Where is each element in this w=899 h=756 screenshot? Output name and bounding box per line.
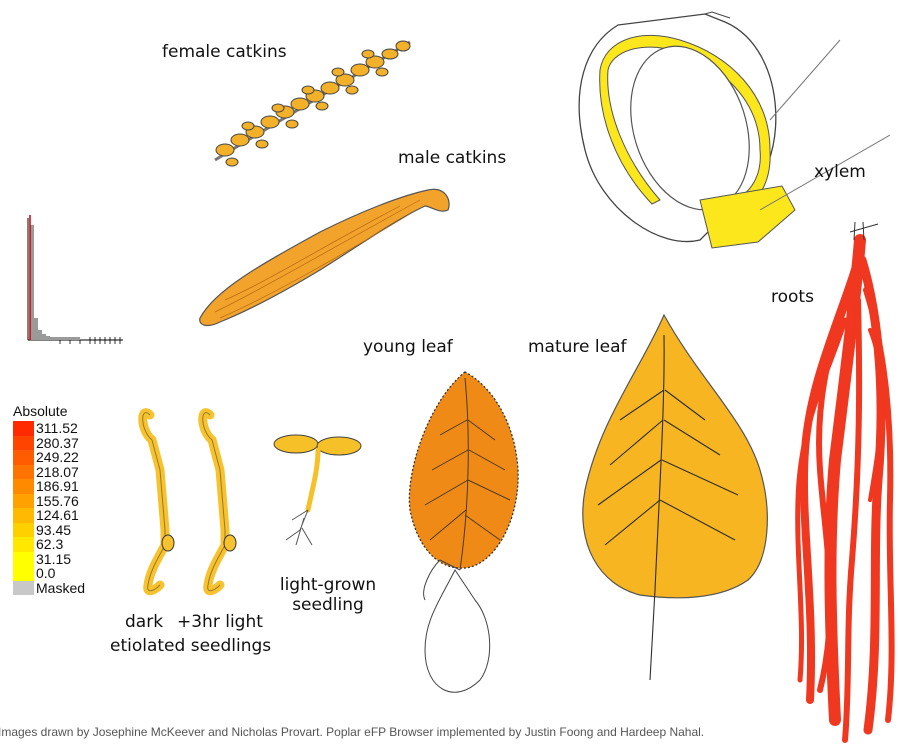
light-grown-label-line2: seedling	[277, 595, 379, 615]
legend-swatch	[13, 465, 34, 480]
legend-value: 311.52	[34, 421, 78, 436]
female-catkins-label: female catkins	[162, 42, 287, 62]
roots-label: roots	[771, 287, 814, 307]
legend-swatch	[13, 436, 34, 451]
legend-swatch	[13, 566, 34, 581]
legend-item: 186.91	[13, 479, 93, 494]
expression-legend: Absolute 311.52280.37249.22218.07186.911…	[13, 402, 93, 595]
legend-value: 280.37	[34, 436, 79, 451]
legend-swatch	[13, 479, 34, 494]
etiolated-seedlings-label: etiolated seedlings	[110, 636, 271, 656]
light-grown-label-line1: light-grown	[277, 575, 379, 595]
etiolated-dark-seedling[interactable]	[143, 413, 174, 591]
expression-histogram	[28, 215, 123, 344]
legend-swatch	[13, 494, 34, 509]
legend-item: 155.76	[13, 494, 93, 509]
legend-value: 155.76	[34, 494, 79, 509]
legend-item: 280.37	[13, 436, 93, 451]
legend-swatch	[13, 552, 34, 567]
legend-value: 249.22	[34, 450, 79, 465]
legend-title: Absolute	[13, 402, 93, 421]
xylem-tissue[interactable]	[579, 12, 890, 248]
legend-value: 62.3	[34, 537, 63, 552]
legend-rows: 311.52280.37249.22218.07186.91155.76124.…	[13, 421, 93, 595]
light-grown-seedling[interactable]	[274, 435, 361, 545]
legend-item: 311.52	[13, 421, 93, 436]
legend-value: 93.45	[34, 523, 71, 538]
mature-leaf-tissue[interactable]	[583, 315, 768, 680]
dark-label: dark	[125, 612, 163, 632]
legend-item: 31.15	[13, 552, 93, 567]
legend-swatch	[13, 421, 34, 436]
legend-item: 249.22	[13, 450, 93, 465]
legend-item: 93.45	[13, 523, 93, 538]
legend-value: 31.15	[34, 552, 71, 567]
xylem-label: xylem	[814, 162, 866, 182]
young-leaf-tissue[interactable]	[409, 372, 518, 692]
mature-leaf-label: mature leaf	[528, 337, 626, 357]
young-leaf-label: young leaf	[363, 337, 453, 357]
male-catkins-label: male catkins	[398, 148, 506, 168]
legend-value: 124.61	[34, 508, 79, 523]
legend-item: 124.61	[13, 508, 93, 523]
legend-value: 0.0	[34, 566, 55, 581]
credit-text: Images drawn by Josephine McKeever and N…	[0, 725, 704, 739]
legend-swatch	[13, 523, 34, 538]
legend-value: 218.07	[34, 465, 79, 480]
light-3hr-label: +3hr light	[177, 612, 263, 632]
legend-item: 218.07	[13, 465, 93, 480]
legend-value: 186.91	[34, 479, 79, 494]
light-grown-label: light-grown seedling	[277, 575, 379, 615]
legend-swatch	[13, 537, 34, 552]
etiolated-light-seedling[interactable]	[203, 413, 236, 591]
legend-item: 0.0	[13, 566, 93, 581]
legend-value: Masked	[34, 581, 85, 596]
legend-swatch	[13, 450, 34, 465]
legend-swatch	[13, 581, 34, 596]
legend-swatch	[13, 508, 34, 523]
legend-item: 62.3	[13, 537, 93, 552]
male-catkins-tissue[interactable]	[200, 189, 449, 325]
legend-item: Masked	[13, 581, 93, 596]
